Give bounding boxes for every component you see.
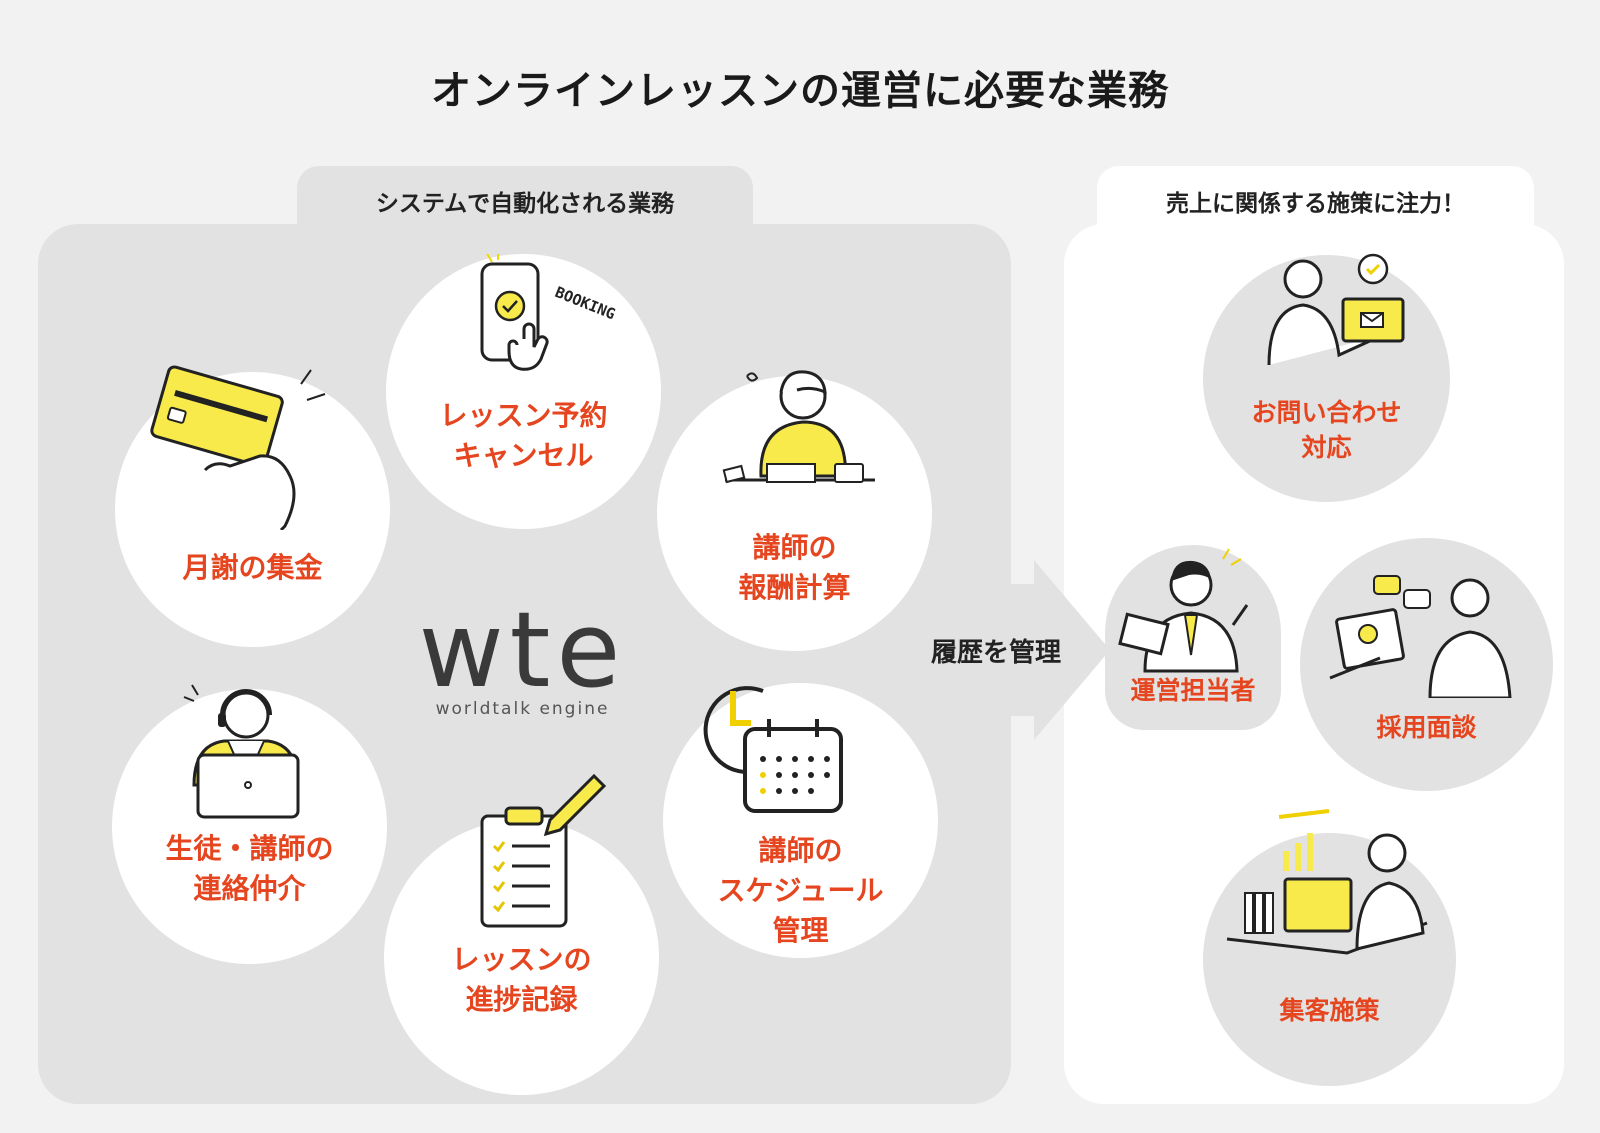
teacher-reward-line1: 講師の: [752, 531, 837, 564]
inquiry-circle: お問い合わせ 対応: [1203, 253, 1450, 502]
interview-line1: 採用面談: [1376, 713, 1477, 742]
schedule-label: 講師の スケジュール 管理: [663, 831, 938, 951]
left-section-title: システムで自動化される業務: [375, 191, 675, 217]
marketing-label: 集客施策: [1203, 993, 1456, 1028]
lesson-booking-line2: キャンセル: [453, 439, 594, 472]
right-section-title: 売上に関係する施策に注力！: [1166, 191, 1465, 217]
wte-logo: wte worldtalk engine: [395, 595, 650, 719]
lesson-booking-label: レッスン予約 キャンセル: [386, 396, 661, 476]
communication-label: 生徒・講師の 連絡仲介: [112, 829, 387, 909]
communication-line2: 連絡仲介: [193, 872, 306, 905]
schedule-line1: 講師の: [758, 834, 843, 867]
schedule-line2: スケジュール: [717, 874, 884, 907]
arrow-label: 履歴を管理: [930, 638, 1061, 668]
interview-circle: 採用面談: [1300, 538, 1553, 791]
progress-record-line1: レッスンの: [451, 943, 592, 976]
progress-record-circle: レッスンの 進捗記録: [384, 773, 659, 1095]
communication-circle: 生徒・講師の 連絡仲介: [112, 684, 387, 964]
operator-headset-icon: [183, 684, 300, 819]
calendar-clock-icon: [703, 686, 843, 813]
smartphone-booking-icon: BOOKING!: [480, 254, 616, 371]
teacher-reward-circle: 講師の 報酬計算: [657, 370, 932, 651]
clipboard-icon: [480, 773, 607, 928]
video-interview-icon: [1329, 575, 1512, 698]
inquiry-label: お問い合わせ 対応: [1203, 395, 1450, 465]
booking-text: BOOKING!: [553, 283, 616, 327]
logo-sub-text: worldtalk engine: [435, 699, 610, 719]
marketing-circle: 集客施策: [1203, 809, 1456, 1086]
schedule-circle: 講師の スケジュール 管理: [663, 683, 938, 958]
business-person-icon: [1118, 548, 1249, 673]
lesson-booking-line1: レッスン予約: [439, 399, 608, 432]
right-arrow-icon: [1008, 560, 1110, 740]
progress-record-line2: 進捗記録: [465, 983, 578, 1016]
operator-badge: 運営担当者: [1105, 545, 1281, 730]
operator-label: 運営担当者: [1130, 676, 1256, 705]
laptop-mail-icon: [1267, 253, 1405, 366]
monthly-fee-line1: 月謝の集金: [182, 551, 323, 584]
teacher-reward-line2: 報酬計算: [738, 571, 851, 604]
monthly-fee-circle: 月謝の集金: [115, 365, 390, 647]
interview-label: 採用面談: [1300, 710, 1553, 745]
marketing-analytics-icon: [1226, 809, 1428, 955]
person-calculating-icon: [722, 370, 875, 484]
teacher-reward-label: 講師の 報酬計算: [657, 528, 932, 608]
lesson-booking-circle: BOOKING! レッスン予約 キャンセル: [386, 254, 661, 529]
page-title: オンラインレッスンの運営に必要な業務: [431, 68, 1169, 114]
schedule-line3: 管理: [772, 914, 829, 947]
marketing-line1: 集客施策: [1279, 996, 1380, 1025]
progress-record-label: レッスンの 進捗記録: [384, 940, 659, 1020]
communication-line1: 生徒・講師の: [165, 832, 334, 865]
credit-card-icon: [150, 365, 326, 530]
inquiry-line1: お問い合わせ: [1251, 398, 1402, 427]
inquiry-line2: 対応: [1301, 433, 1352, 462]
monthly-fee-label: 月謝の集金: [115, 548, 390, 588]
logo-main-text: wte: [418, 589, 627, 711]
